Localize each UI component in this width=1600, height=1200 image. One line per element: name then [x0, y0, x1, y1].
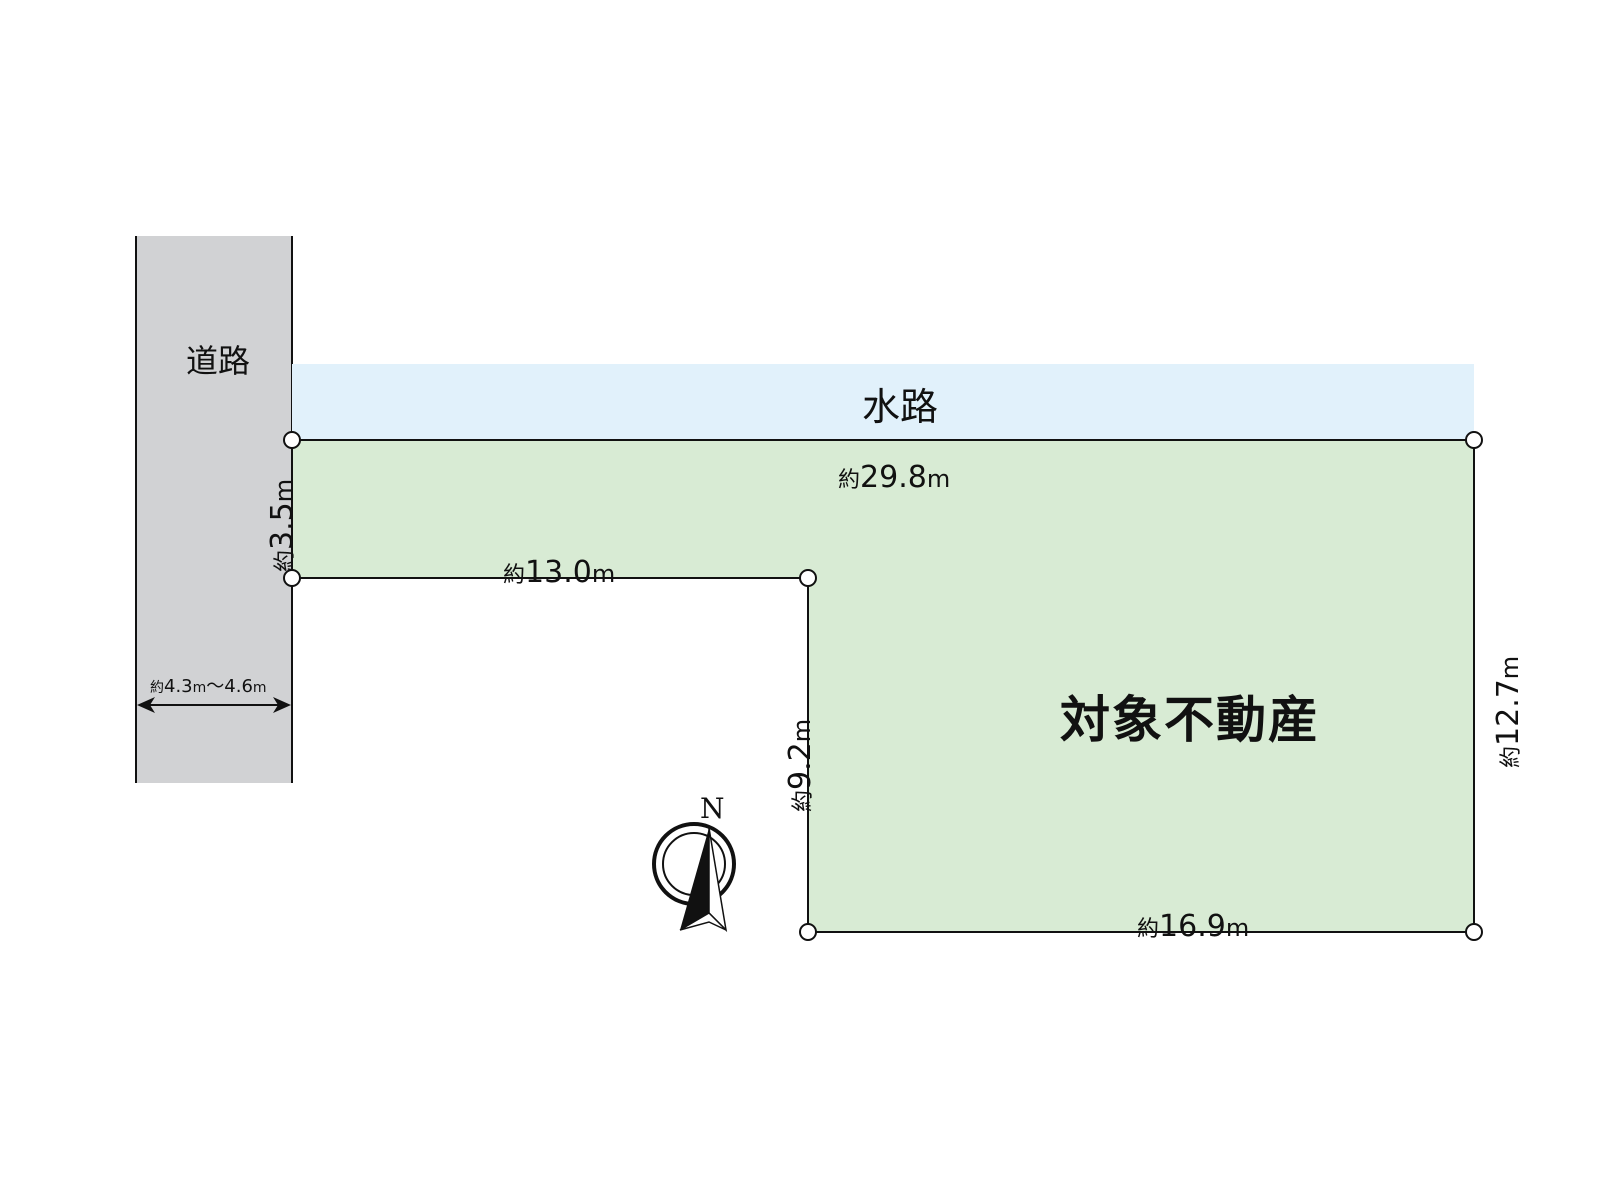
road-width-arrow-icon	[137, 697, 291, 713]
approx-prefix: 約	[1499, 745, 1524, 768]
approx-prefix: 約	[150, 680, 164, 696]
road-width-max: 4.6	[224, 676, 253, 697]
road-width-label: 約4.3m〜4.6m	[150, 678, 267, 696]
dimension-unit: m	[926, 465, 951, 493]
subject-lot	[291, 439, 1475, 933]
dimension-inner-vertical: 約9.2m	[783, 718, 818, 812]
waterway-area	[292, 364, 1474, 440]
dimension-inner-horizontal: 約13.0m	[503, 558, 615, 588]
vertex-marker-icon	[283, 431, 1483, 941]
dimension-value: 9.2	[783, 742, 818, 790]
waterway-label: 水路	[862, 385, 939, 429]
dimension-unit: m	[1225, 914, 1250, 942]
dimension-value: 3.5	[265, 502, 300, 550]
approx-prefix: 約	[791, 789, 816, 812]
approx-prefix: 約	[1137, 917, 1160, 942]
dimension-right-edge: 約12.7m	[1491, 655, 1526, 768]
approx-prefix: 約	[838, 468, 861, 493]
dimension-unit: m	[192, 680, 207, 696]
dimension-top-edge: 約29.8m	[838, 463, 950, 493]
subject-property-label: 対象不動産	[1060, 691, 1320, 749]
dimension-value: 13.0	[525, 555, 592, 590]
north-label: N	[700, 792, 725, 825]
dimension-unit: m	[1496, 655, 1524, 680]
dimension-unit: m	[252, 680, 267, 696]
road-area	[136, 236, 292, 783]
dimension-unit: m	[788, 718, 816, 743]
approx-prefix: 約	[273, 549, 298, 572]
range-separator: 〜	[206, 676, 225, 697]
dimension-value: 16.9	[1159, 909, 1226, 944]
dimension-left-edge: 約3.5m	[265, 478, 300, 572]
dimension-value: 29.8	[860, 460, 927, 495]
road-width-min: 4.3	[164, 676, 193, 697]
dimension-value: 12.7	[1491, 679, 1526, 746]
road-label: 道路	[186, 342, 251, 380]
dimension-unit: m	[591, 560, 616, 588]
dimension-bottom-edge: 約16.9m	[1137, 912, 1249, 942]
compass-icon	[652, 822, 736, 933]
dimension-unit: m	[270, 478, 298, 503]
approx-prefix: 約	[503, 563, 526, 588]
